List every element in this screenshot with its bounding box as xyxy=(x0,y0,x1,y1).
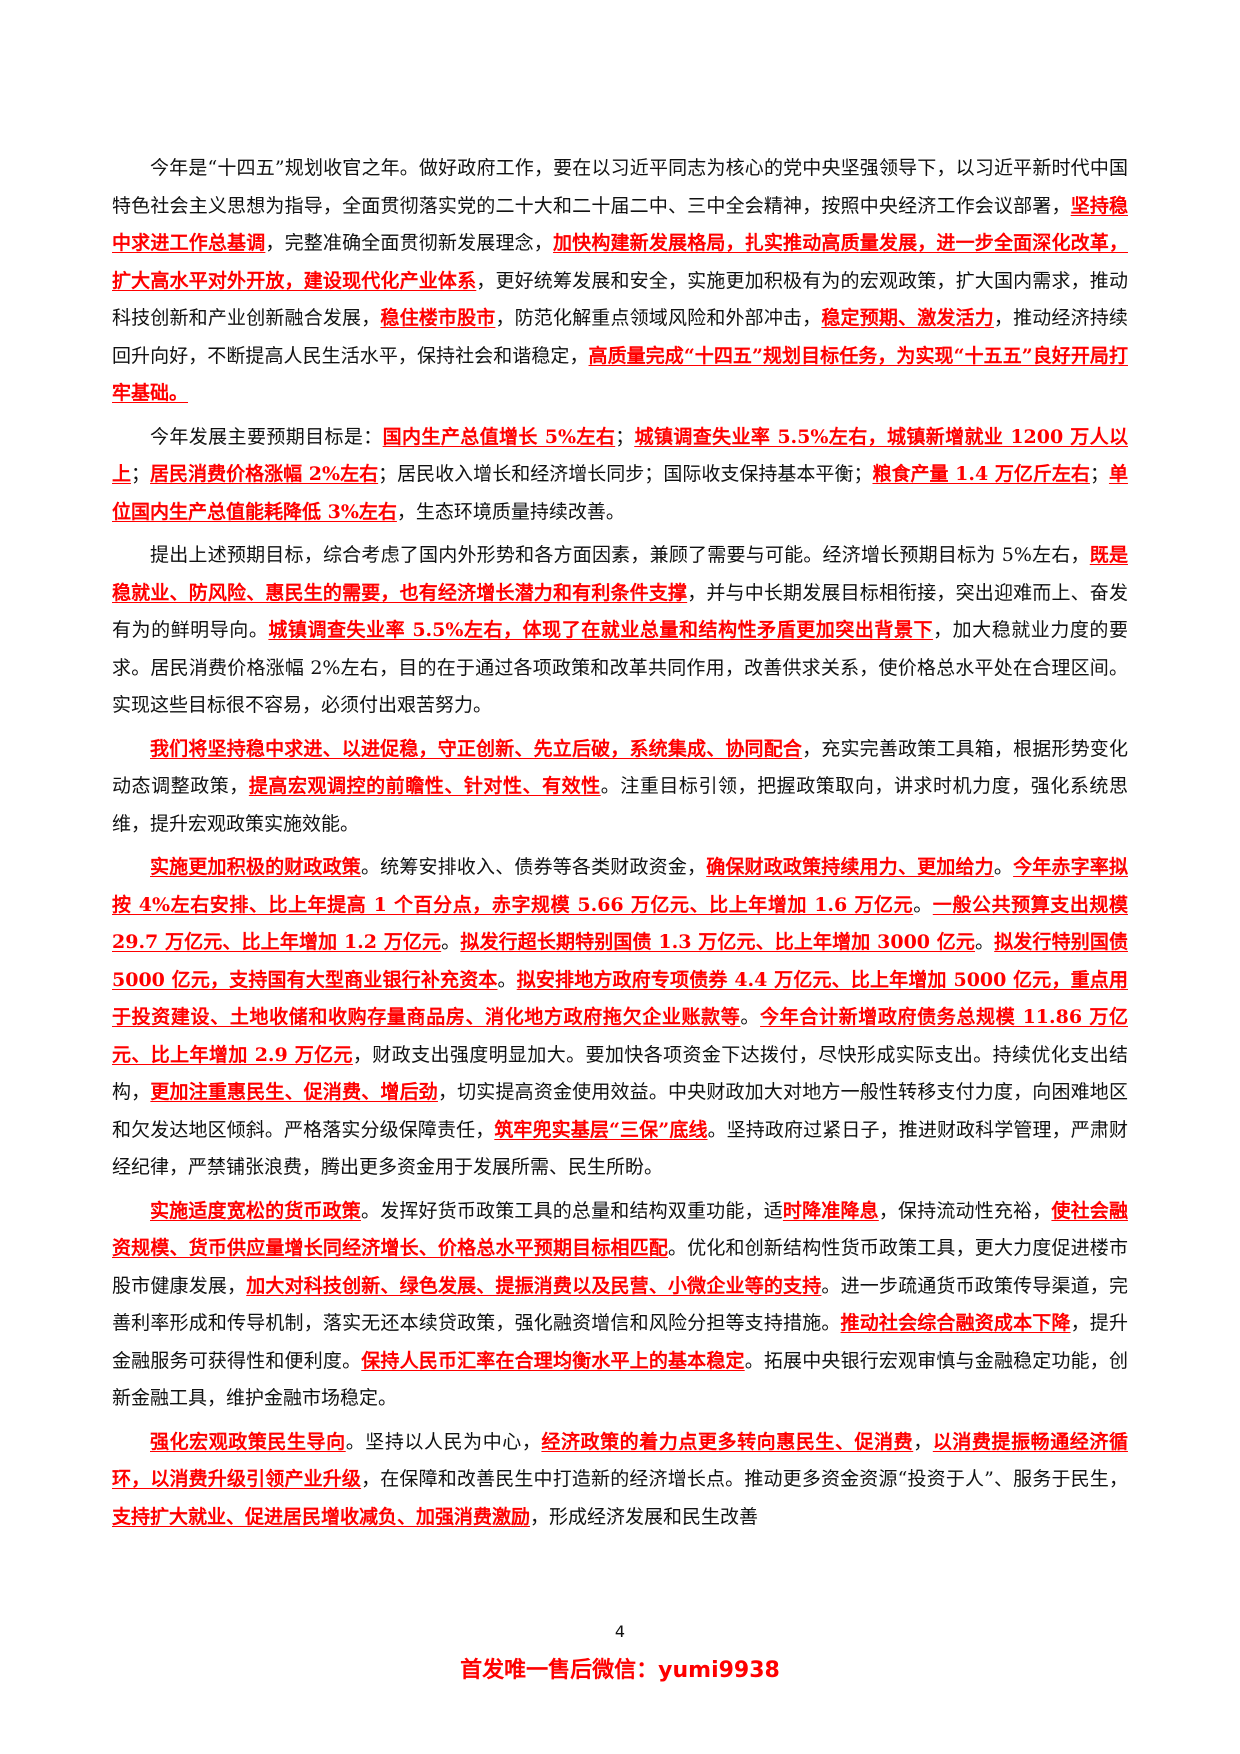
body-text: 。 xyxy=(441,931,461,953)
highlighted-text: 国内生产总值增长 5%左右 xyxy=(382,425,616,448)
body-text: ，加大稳就业力度的要求。居民消费价格涨幅 2%左右，目的在于通过各项政策和改革共… xyxy=(112,619,1128,716)
paragraph: 实施更加积极的财政政策。统筹安排收入、债券等各类财政资金，确保财政政策持续用力、… xyxy=(112,849,1128,1187)
highlighted-text: 城镇调查失业率 5.5%左右，城镇新增就业 1200 万人以上 xyxy=(112,425,1128,486)
highlighted-text: 一般公共预算支出规模 29.7 万亿元、比上年增加 1.2 万亿元 xyxy=(112,893,1128,954)
body-text: 。发挥好货币政策工具的总量和结构双重功能，适 xyxy=(360,1199,783,1222)
highlighted-text: 拟安排地方政府专项债券 4.4 万亿元、比上年增加 5000 亿元，重点用于投资… xyxy=(112,968,1128,1029)
paragraph: 实施适度宽松的货币政策。发挥好货币政策工具的总量和结构双重功能，适时降准降息，保… xyxy=(112,1193,1128,1418)
body-text: 。进一步疏通货币政策传导渠道，完善利率形成和传导机制，落实无还本续贷政策，强化融… xyxy=(112,1274,1128,1335)
paragraph: 提出上述预期目标，综合考虑了国内外形势和各方面因素，兼顾了需要与可能。经济增长预… xyxy=(112,537,1128,725)
highlighted-text: 拟发行特别国债 5000 亿元，支持国有大型商业银行补充资本 xyxy=(112,931,1128,991)
highlighted-text: 加大对科技创新、绿色发展、提振消费以及民营、小微企业等的支持 xyxy=(246,1274,822,1297)
highlighted-text: 支持扩大就业、促进居民增收减负、加强消费激励 xyxy=(112,1505,531,1528)
highlighted-text: 既是稳就业、防风险、惠民生的需要，也有经济增长潜力和有利条件支撑 xyxy=(112,544,1128,604)
body-text: ，财政支出强度明显加大。要加快各项资金下达拨付，尽快形成实际支出。持续优化支出结… xyxy=(112,1043,1128,1104)
body-text: 。拓展中央银行宏观审慎与金融稳定功能，创新金融工具，维护金融市场稳定。 xyxy=(112,1349,1128,1410)
body-text: 。 xyxy=(993,856,1014,878)
body-text: 。坚持以人民为中心， xyxy=(345,1430,542,1453)
body-text: ，更好统筹发展和安全，实施更加积极有为的宏观政策，扩大国内需求，推动科技创新和产… xyxy=(112,269,1128,330)
highlighted-text: 粮食产量 1.4 万亿斤左右 xyxy=(872,463,1090,485)
body-text: ，保持流动性充裕， xyxy=(878,1199,1052,1222)
body-text: 。统筹安排收入、债券等各类财政资金， xyxy=(360,856,707,878)
highlighted-text: 强化宏观政策民生导向 xyxy=(150,1430,346,1453)
highlighted-text: 以消费提振畅通经济循环，以消费升级引领产业升级 xyxy=(112,1430,1128,1491)
body-text: ； xyxy=(131,463,151,485)
body-text: 。 xyxy=(740,1006,761,1028)
highlighted-text: 稳住楼市股市 xyxy=(380,307,496,329)
highlighted-text: 更加注重惠民生、促消费、增后劲 xyxy=(150,1081,438,1103)
body-text: ，提升金融服务可获得性和便利度。 xyxy=(112,1312,1128,1372)
body-text: ，在保障和改善民生中打造新的经济增长点。推动更多资金资源“投资于人”、服务于民生… xyxy=(361,1468,1128,1490)
body-text: ，切实提高资金使用效益。中央财政加大对地方一般性转移支付力度，向困难地区和欠发达… xyxy=(112,1081,1128,1141)
highlighted-text: 保持人民币汇率在合理均衡水平上的基本稳定 xyxy=(361,1349,745,1372)
body-text: 。优化和创新结构性货币政策工具，更大力度促进楼市股市健康发展， xyxy=(112,1237,1128,1297)
paragraph: 我们将坚持稳中求进、以进促稳，守正创新、先立后破，系统集成、协同配合，充实完善政… xyxy=(112,731,1128,844)
highlighted-text: 今年赤字率拟按 4%左右安排、比上年提高 1 个百分点，赤字规模 5.66 万亿… xyxy=(112,856,1128,916)
highlighted-text: 坚持稳中求进工作总基调 xyxy=(112,194,1128,255)
highlighted-text: 居民消费价格涨幅 2%左右 xyxy=(150,463,379,485)
highlighted-text: 加快构建新发展格局，扎实推动高质量发展，进一步全面深化改革，扩大高水平对外开放，… xyxy=(112,232,1128,292)
highlighted-text: 确保财政政策持续用力、更加给力 xyxy=(706,856,994,878)
body-text: 今年是“十四五”规划收官之年。做好政府工作，要在以习近平同志为核心的党中央坚强领… xyxy=(112,157,1128,217)
highlighted-text: 我们将坚持稳中求进、以进促稳，守正创新、先立后破，系统集成、协同配合 xyxy=(150,737,803,760)
body-text: 。 xyxy=(975,931,995,953)
page-number: 4 xyxy=(614,1622,626,1641)
body-text: ， xyxy=(913,1430,933,1453)
highlighted-text: 高质量完成“十四五”规划目标任务，为实现“十五五”良好开局打牢基础。 xyxy=(112,344,1128,405)
paragraph: 强化宏观政策民生导向。坚持以人民为中心，经济政策的着力点更多转向惠民生、促消费，… xyxy=(112,1424,1128,1537)
highlighted-text: 经济政策的着力点更多转向惠民生、促消费 xyxy=(541,1430,914,1453)
body-text: 。坚持政府过紧日子，推进财政科学管理，严肃财经纪律，严禁铺张浪费，腾出更多资金用… xyxy=(112,1118,1128,1179)
body-text: ，充实完善政策工具箱，根据形势变化动态调整政策， xyxy=(112,737,1128,798)
highlighted-text: 拟发行超长期特别国债 1.3 万亿元、比上年增加 3000 亿元 xyxy=(460,931,976,953)
body-text: 今年发展主要预期目标是： xyxy=(150,425,383,448)
highlighted-text: 稳定预期、激发活力 xyxy=(821,307,994,329)
body-text: ； xyxy=(1089,463,1109,485)
body-text: ，完整准确全面贯彻新发展理念， xyxy=(265,232,553,254)
body-text: 。 xyxy=(913,893,933,916)
highlighted-text: 今年合计新增政府债务总规模 11.86 万亿元、比上年增加 2.9 万亿元 xyxy=(112,1006,1128,1066)
body-text: ，并与中长期发展目标相衔接，突出迎难而上、奋发有为的鲜明导向。 xyxy=(112,581,1128,642)
highlighted-text: 单位国内生产总值能耗降低 3%左右 xyxy=(112,463,1128,523)
footer-contact-note: 首发唯一售后微信：yumi9938 xyxy=(460,1658,780,1683)
body-text: ，防范化解重点领域风险和外部冲击， xyxy=(495,307,822,329)
highlighted-text: 实施适度宽松的货币政策 xyxy=(150,1199,361,1222)
body-text: 。 xyxy=(497,968,517,991)
body-text: ；居民收入增长和经济增长同步；国际收支保持基本平衡； xyxy=(378,463,873,485)
highlighted-text: 使社会融资规模、货币供应量增长同经济增长、价格总水平预期目标相匹配 xyxy=(112,1199,1128,1260)
body-text: 。注重目标引领，把握政策取向，讲求时机力度，强化系统思维，提升宏观政策实施效能。 xyxy=(112,775,1128,835)
highlighted-text: 实施更加积极的财政政策 xyxy=(150,856,361,878)
highlighted-text: 时降准降息 xyxy=(782,1199,879,1222)
body-text: ，推动经济持续回升向好，不断提高人民生活水平，保持社会和谐稳定， xyxy=(112,307,1128,367)
paragraph: 今年是“十四五”规划收官之年。做好政府工作，要在以习近平同志为核心的党中央坚强领… xyxy=(112,150,1128,413)
body-text: ； xyxy=(615,425,635,448)
document-body: 今年是“十四五”规划收官之年。做好政府工作，要在以习近平同志为核心的党中央坚强领… xyxy=(112,150,1128,1542)
paragraph: 今年发展主要预期目标是：国内生产总值增长 5%左右；城镇调查失业率 5.5%左右… xyxy=(112,419,1128,532)
highlighted-text: 城镇调查失业率 5.5%左右，体现了在就业总量和结构性矛盾更加突出背景下 xyxy=(268,619,934,641)
body-text: ，形成经济发展和民生改善 xyxy=(530,1505,759,1528)
highlighted-text: 筑牢兜实基层“三保”底线 xyxy=(494,1118,708,1141)
highlighted-text: 提高宏观调控的前瞻性、针对性、有效性 xyxy=(248,775,601,797)
body-text: 提出上述预期目标，综合考虑了国内外形势和各方面因素，兼顾了需要与可能。经济增长预… xyxy=(150,544,1090,566)
body-text: ，生态环境质量持续改善。 xyxy=(396,500,625,523)
highlighted-text: 推动社会综合融资成本下降 xyxy=(840,1312,1071,1334)
